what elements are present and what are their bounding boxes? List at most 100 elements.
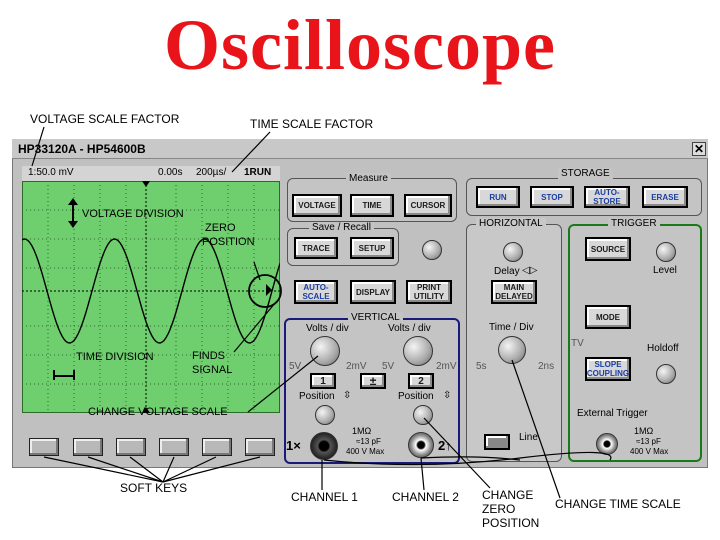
- storage-label: STORAGE: [558, 168, 613, 179]
- time-division-label: TIME DIVISION: [76, 351, 154, 363]
- soft-key-4[interactable]: [159, 438, 189, 456]
- soft-key-2[interactable]: [73, 438, 103, 456]
- zero-position-label-2: POSITION: [202, 236, 255, 248]
- time-button[interactable]: TIME: [350, 194, 394, 217]
- voltage-division-up-arrow-icon: [68, 198, 78, 205]
- ch2-position-label: Position: [398, 391, 434, 402]
- external-impedance-1: 1MΩ: [634, 426, 654, 436]
- horizontal-label: HORIZONTAL: [476, 218, 546, 229]
- line-trigger-button[interactable]: [484, 434, 510, 450]
- autostore-label-1: AUTO-: [594, 188, 620, 197]
- zero-position-label-1: ZERO: [205, 222, 236, 234]
- ch2-connector-icon[interactable]: [408, 432, 434, 458]
- time-div-knob[interactable]: [498, 336, 526, 364]
- ch1-position-label: Position: [299, 391, 335, 402]
- time-per-div-readout: 200µs/: [196, 167, 227, 178]
- window-title: HP33120A - HP54600B: [18, 142, 146, 156]
- display-button[interactable]: DISPLAY: [350, 280, 396, 304]
- soft-key-1[interactable]: [29, 438, 59, 456]
- oscilloscope-screen: [22, 181, 280, 413]
- trigger-panel: [568, 224, 702, 462]
- ch2-volts-div-label: Volts / div: [388, 323, 431, 334]
- soft-keys-callout: SOFT KEYS: [120, 481, 188, 495]
- external-trigger-label: External Trigger: [577, 408, 648, 419]
- change-zero-callout-3: POSITION: [482, 516, 540, 530]
- main-delayed-label-2: DELAYED: [495, 292, 533, 301]
- soft-key-5[interactable]: [202, 438, 232, 456]
- delay-label: Delay: [494, 266, 520, 277]
- source-button[interactable]: SOURCE: [585, 237, 631, 261]
- ch2-position-knob[interactable]: [413, 405, 433, 425]
- soft-key-6[interactable]: [245, 438, 275, 456]
- change-voltage-scale-label: CHANGE VOLTAGE SCALE: [88, 406, 228, 418]
- delay-marker-icon: [142, 407, 150, 413]
- cursor-button[interactable]: CURSOR: [404, 194, 452, 217]
- line-label: Line: [519, 432, 538, 443]
- run-status-readout: 1RUN: [244, 167, 272, 178]
- vertical-impedance-1: 1MΩ: [352, 426, 372, 436]
- level-label: Level: [653, 265, 677, 276]
- vertical-label: VERTICAL: [348, 312, 403, 323]
- voltage-scale-factor-callout: VOLTAGE SCALE FACTOR: [30, 112, 180, 126]
- ch1-volts-div-knob[interactable]: [310, 336, 340, 366]
- soft-key-3[interactable]: [116, 438, 146, 456]
- close-icon[interactable]: ✕: [692, 142, 706, 156]
- external-impedance-3: 400 V Max: [630, 447, 669, 456]
- external-trigger-connector-icon[interactable]: [596, 433, 618, 455]
- ch1-volts-min: 5V: [289, 361, 302, 372]
- setup-button[interactable]: SETUP: [350, 237, 394, 259]
- voltage-button[interactable]: VOLTAGE: [292, 194, 342, 217]
- time-div-min-label: 5s: [476, 361, 487, 372]
- ch2-volts-min: 5V: [382, 361, 395, 372]
- time-div-label: Time / Div: [489, 322, 534, 333]
- window-titlebar: [12, 139, 708, 159]
- save-recall-label: Save / Recall: [309, 222, 374, 233]
- voltage-division-down-arrow-icon: [68, 221, 78, 228]
- ch2-position-arrows-icon: ⇳: [443, 390, 452, 401]
- erase-button[interactable]: ERASE: [642, 186, 688, 208]
- ch1-connector-icon[interactable]: [310, 432, 338, 460]
- slope-label-2: COUPLING: [586, 369, 630, 378]
- finds-signal-label-1: FINDS: [192, 350, 225, 362]
- autoscale-label-2: SCALE: [302, 292, 330, 301]
- main-delayed-label-1: MAIN: [503, 283, 525, 292]
- stop-button[interactable]: STOP: [530, 186, 574, 208]
- trace-button[interactable]: TRACE: [294, 237, 338, 259]
- trigger-marker-icon: [142, 181, 150, 187]
- ch1-mark: 1×: [286, 438, 301, 453]
- page-title: Oscilloscope: [164, 5, 556, 85]
- change-zero-callout-1: CHANGE: [482, 488, 534, 502]
- vertical-impedance-2: ≈13 pF: [356, 437, 381, 446]
- autoscale-label-1: AUTO-: [303, 283, 329, 292]
- change-time-scale-callout: CHANGE TIME SCALE: [555, 497, 681, 511]
- autoscale-button[interactable]: AUTO-SCALE: [294, 280, 338, 304]
- time-div-max-label: 2ns: [538, 361, 555, 372]
- waveform-display: [22, 181, 280, 413]
- time-scale-factor-callout: TIME SCALE FACTOR: [250, 117, 374, 131]
- delay-knob[interactable]: [503, 242, 523, 262]
- mode-button[interactable]: MODE: [585, 305, 631, 329]
- ch1-position-knob[interactable]: [315, 405, 335, 425]
- ch2-volts-div-knob[interactable]: [403, 336, 433, 366]
- invert-button[interactable]: ±: [360, 373, 386, 389]
- autostore-button[interactable]: AUTO-STORE: [584, 186, 630, 208]
- delay-arrows-icon: ◁▷: [522, 265, 538, 276]
- volt-scale-readout: 1:50.0 mV: [28, 167, 74, 178]
- print-label-1: PRINT: [417, 283, 441, 292]
- measure-label: Measure: [346, 173, 391, 184]
- holdoff-knob[interactable]: [656, 364, 676, 384]
- ch1-volts-div-label: Volts / div: [306, 323, 349, 334]
- entry-knob[interactable]: [422, 240, 442, 260]
- external-impedance-2: ≈13 pF: [636, 437, 661, 446]
- run-button[interactable]: RUN: [476, 186, 520, 208]
- ch1-button[interactable]: 1: [310, 373, 336, 389]
- level-knob[interactable]: [656, 242, 676, 262]
- ch2-button[interactable]: 2: [408, 373, 434, 389]
- print-label-2: UTILITY: [413, 292, 445, 301]
- trigger-label: TRIGGER: [608, 218, 660, 229]
- ch2-mark: 2↑: [438, 438, 452, 453]
- ch1-position-arrows-icon: ⇳: [343, 390, 352, 401]
